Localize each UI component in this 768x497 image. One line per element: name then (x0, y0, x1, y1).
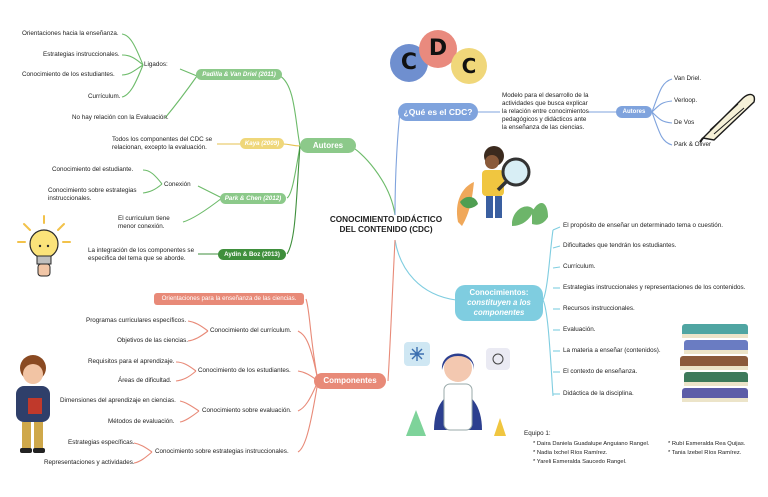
team-title: Equipo 1: (524, 430, 551, 437)
logo-letter-d: D (419, 30, 457, 68)
lightbulb-icon (17, 215, 71, 277)
kaya-pill: Kaya (2009) (240, 138, 284, 149)
orientaciones-pill: Orientaciones para la enseñanza de las c… (154, 293, 304, 305)
conocimiento-item-1: El propósito de enseñar un determinado t… (563, 222, 723, 229)
conocimiento-item-6: Evaluación. (563, 326, 596, 333)
team-member-3: * Yareli Esmeralda Saucedo Rangel. (533, 459, 627, 465)
team-member-4: * Rubí Esmeralda Rea Quijas. (668, 441, 746, 447)
componente-3-item-2: Métodos de evaluación. (108, 418, 175, 425)
componente-4-item-2: Representaciones y actividades. (44, 459, 135, 466)
padilla-pill: Padilla & Van Driel (2011) (196, 69, 282, 80)
componente-2-item-2: Áreas de dificultad. (118, 377, 172, 384)
student-illustration (16, 355, 50, 453)
scientist-illustration (404, 342, 510, 436)
padilla-item-3: Conocimiento de los estudiantes. (22, 71, 115, 78)
center-title-line2: DEL CONTENIDO (CDC) (339, 225, 433, 234)
definition-4: pedagógicos y didácticos ante (502, 116, 587, 123)
componente-group-3: Conocimiento sobre evaluación. (202, 407, 292, 414)
definition-2: actividades que busca explicar (502, 100, 588, 107)
conocimientos-line2: constituyen a los (467, 298, 531, 307)
conocimientos-line1: Conocimientos: (469, 288, 529, 297)
padilla-item-1: Orientaciones hacia la enseñanza. (22, 30, 119, 37)
conocimiento-item-4: Estrategias instruccionales y representa… (563, 284, 746, 291)
author-de-vos: De Vos (674, 119, 695, 126)
definition-1: Modelo para el desarrollo de la (502, 92, 589, 99)
conexion-label: Conexión (164, 181, 191, 188)
padilla-item-2: Estrategias instruccionales. (43, 51, 120, 58)
conocimiento-item-5: Recursos instruccionales. (563, 305, 635, 312)
conocimientos-node: Conocimientos: constituyen a los compone… (455, 285, 543, 321)
componente-3-item-1: Dimensiones del aprendizaje en ciencias. (60, 397, 176, 404)
padilla-no-hay: No hay relación con la Evaluación. (72, 114, 169, 121)
aydin-text-2: especifica del tema que se aborde. (88, 255, 186, 262)
definition-3: la relación entre conocimientos (502, 108, 589, 115)
team-member-5: * Tania Izebel Ríos Ramírez. (668, 450, 742, 456)
ligados-label: Ligados: (144, 61, 168, 68)
padilla-item-4: Currículum. (88, 93, 121, 100)
componente-group-4: Conocimiento sobre estrategias instrucci… (155, 448, 289, 455)
conocimientos-line3: componentes (473, 308, 525, 317)
aydin-text-1: La integración de los componentes se (88, 247, 195, 254)
componente-group-1: Conocimiento del currículum. (210, 327, 292, 334)
logo-letter-c2: C (451, 48, 487, 84)
definition-5: la enseñanza de las ciencias. (502, 124, 585, 131)
componente-1-item-2: Objetivos de las ciencias. (117, 337, 189, 344)
autores-node: Autores (300, 138, 356, 153)
componentes-node: Componentes (314, 373, 386, 389)
kaya-text-1: Todos los componentes del CDC se (112, 136, 213, 143)
author-verloop: Verloop. (674, 97, 698, 104)
park-item-1: Conocimiento del estudiante. (52, 166, 134, 173)
team-member-1: * Daira Daniela Guadalupe Anguiano Range… (533, 441, 650, 447)
que-es-node: ¿Qué es el CDC? (398, 103, 478, 121)
conocimiento-item-7: La materia a enseñar (contenidos). (563, 347, 661, 354)
quill-icon (699, 93, 756, 143)
conocimiento-item-3: Currículum. (563, 263, 596, 270)
conocimiento-item-9: Didáctica de la disciplina. (563, 390, 634, 397)
team-member-2: * Nadia Ixchel Ríos Ramírez. (533, 450, 608, 456)
conocimiento-item-2: Dificultades que tendrán los estudiantes… (563, 242, 677, 249)
kaya-text-2: relacionan, excepto la evaluación. (112, 144, 207, 151)
park-pill: Park & Chen (2012) (220, 193, 286, 204)
books-icon (680, 324, 748, 402)
author-van-driel: Van Driel. (674, 75, 702, 82)
park-curriculum: El curriculum tiene menor conexión. (118, 215, 170, 230)
center-title-line1: CONOCIMIENTO DIDÁCTICO (329, 215, 443, 224)
center-title: CONOCIMIENTO DIDÁCTICO DEL CONTENIDO (CD… (318, 215, 454, 235)
componente-2-item-1: Requisitos para el aprendizaje. (88, 358, 175, 365)
componente-4-item-1: Estrategias específicas. (68, 439, 135, 446)
park-item-2: Conocimiento sobre estrategias instrucci… (48, 187, 137, 202)
autores-pill-right: Autores (616, 106, 652, 118)
componente-group-2: Conocimiento de los estudiantes. (198, 367, 291, 374)
magnifier-kid-illustration (456, 146, 548, 226)
componente-1-item-1: Programas curriculares específicos. (86, 317, 187, 324)
aydin-pill: Aydin & Boz (2013) (218, 249, 286, 260)
author-park-oliver: Park & Oliver (674, 141, 712, 148)
conocimiento-item-8: El contexto de enseñanza. (563, 368, 638, 375)
